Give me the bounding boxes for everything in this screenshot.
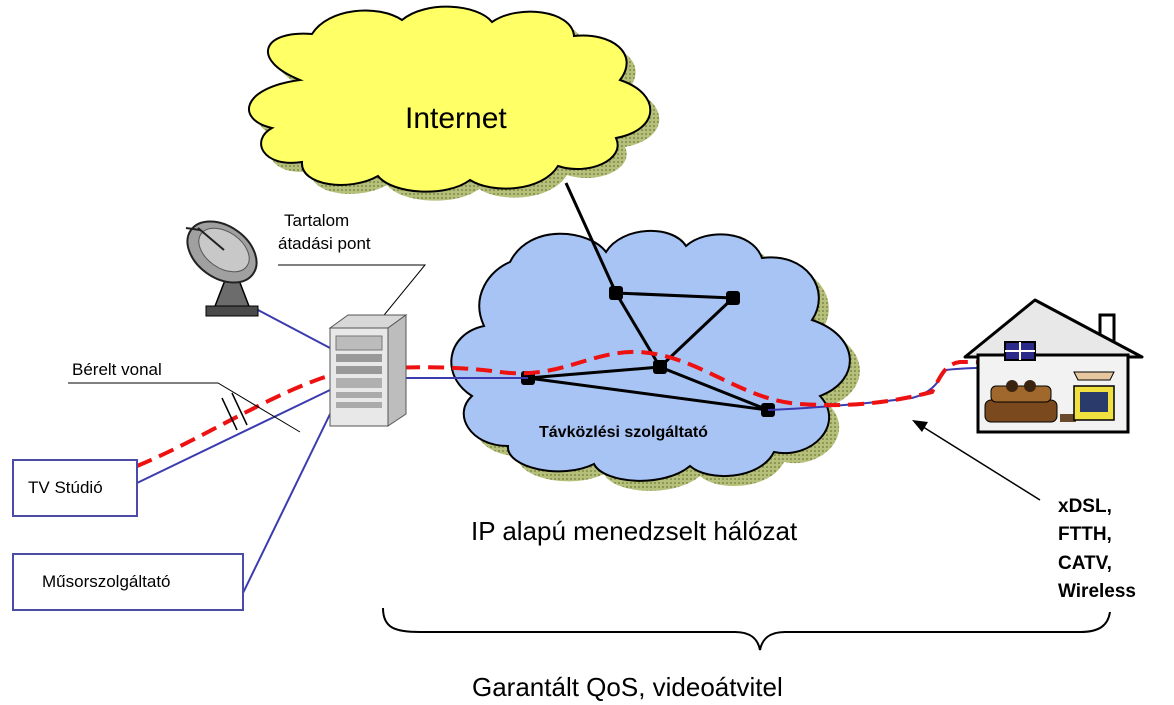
access-tech-line1: xDSL, xyxy=(1058,496,1112,517)
leased-line-callout xyxy=(68,382,301,433)
ip-network-label: IP alapú menedzselt hálózat xyxy=(471,516,798,546)
provider-cloud xyxy=(450,229,860,491)
qos-caption: Garantált QoS, videoátvitel xyxy=(472,672,783,702)
broadcaster-box: Műsorszolgáltató xyxy=(12,553,244,611)
node xyxy=(653,360,667,374)
access-tech-arrowhead xyxy=(912,420,928,432)
house-icon xyxy=(963,298,1144,434)
leased-line-label: Bérelt vonal xyxy=(72,360,162,379)
tv-studio-box: TV Stúdió xyxy=(12,459,138,517)
qos-brace xyxy=(382,607,1111,651)
tv-studio-label: TV Stúdió xyxy=(28,478,103,497)
access-tech-pointer xyxy=(919,424,1041,501)
server-icon xyxy=(328,314,408,427)
access-tech-line2: FTTH, xyxy=(1058,524,1112,545)
internet-label: Internet xyxy=(405,102,507,135)
node xyxy=(609,286,623,300)
telecom-provider-label: Távközlési szolgáltató xyxy=(539,424,708,441)
broadcaster-label: Műsorszolgáltató xyxy=(42,572,171,591)
access-tech-line3: CATV, xyxy=(1058,553,1112,574)
internet-provider-link xyxy=(564,182,618,294)
content-point-label-line1: Tartalom xyxy=(284,211,349,230)
internet-cloud xyxy=(248,5,660,201)
node xyxy=(726,291,740,305)
access-tech-line4: Wireless xyxy=(1058,581,1136,602)
content-point-callout xyxy=(278,264,427,321)
satellite-dish-icon xyxy=(185,220,259,317)
content-point-label-line2: átadási pont xyxy=(278,234,371,253)
leased-line-markers xyxy=(221,392,248,431)
video-path xyxy=(136,349,1081,468)
